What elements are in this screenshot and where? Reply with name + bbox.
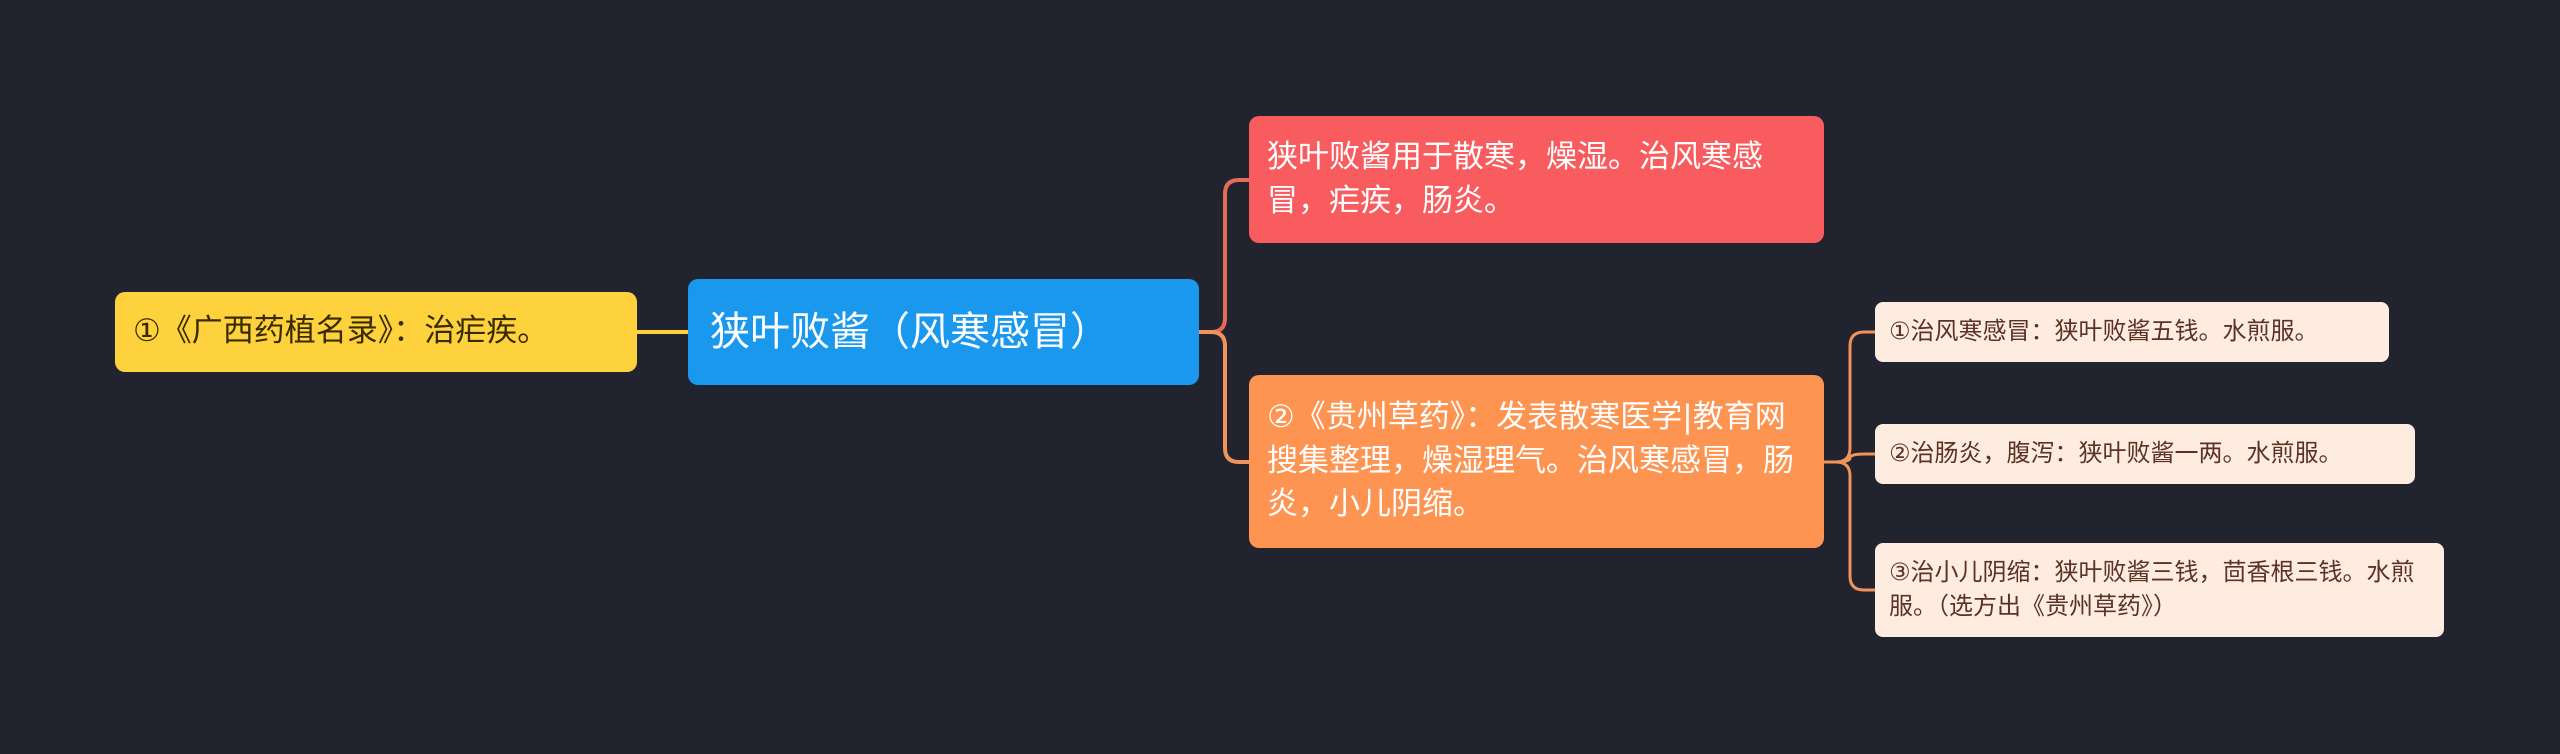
left-branch-node[interactable]: ①《广西药植名录》：治疟疾。	[115, 292, 637, 372]
leaf-2-text: ②治肠炎，腹泻：狭叶败酱一两。水煎服。	[1889, 439, 2343, 468]
leaf-1-text: ①治风寒感冒：狭叶败酱五钱。水煎服。	[1889, 317, 2319, 346]
leaf-3-text: ③治小儿阴缩：狭叶败酱三钱，茴香根三钱。水煎服。（选方出《贵州草药》）	[1889, 558, 2415, 620]
root-node[interactable]: 狭叶败酱（风寒感冒）	[688, 279, 1199, 385]
root-text: 狭叶败酱（风寒感冒）	[710, 309, 1110, 355]
link-branch-2-to-leaf-3	[1824, 460, 1875, 592]
left-branch-text: ①《广西药植名录》：治疟疾。	[133, 313, 549, 350]
leaf-node-3[interactable]: ③治小儿阴缩：狭叶败酱三钱，茴香根三钱。水煎服。（选方出《贵州草药》）	[1875, 543, 2444, 637]
link-root-to-branch-2	[1199, 330, 1249, 464]
link-branch-2-to-leaf-1	[1824, 330, 1875, 464]
leaf-node-1[interactable]: ①治风寒感冒：狭叶败酱五钱。水煎服。	[1875, 302, 2389, 362]
link-root-to-branch-1	[1199, 178, 1249, 334]
branch-1-text: 狭叶败酱用于散寒，燥湿。治风寒感冒，疟疾，肠炎。	[1267, 139, 1763, 219]
leaf-node-2[interactable]: ②治肠炎，腹泻：狭叶败酱一两。水煎服。	[1875, 424, 2415, 484]
branch-2-text: ②《贵州草药》：发表散寒医学|教育网搜集整理，燥湿理气。治风寒感冒，肠炎，小儿阴…	[1267, 399, 1794, 523]
branch-node-1[interactable]: 狭叶败酱用于散寒，燥湿。治风寒感冒，疟疾，肠炎。	[1249, 116, 1824, 243]
branch-node-2[interactable]: ②《贵州草药》：发表散寒医学|教育网搜集整理，燥湿理气。治风寒感冒，肠炎，小儿阴…	[1249, 375, 1824, 548]
